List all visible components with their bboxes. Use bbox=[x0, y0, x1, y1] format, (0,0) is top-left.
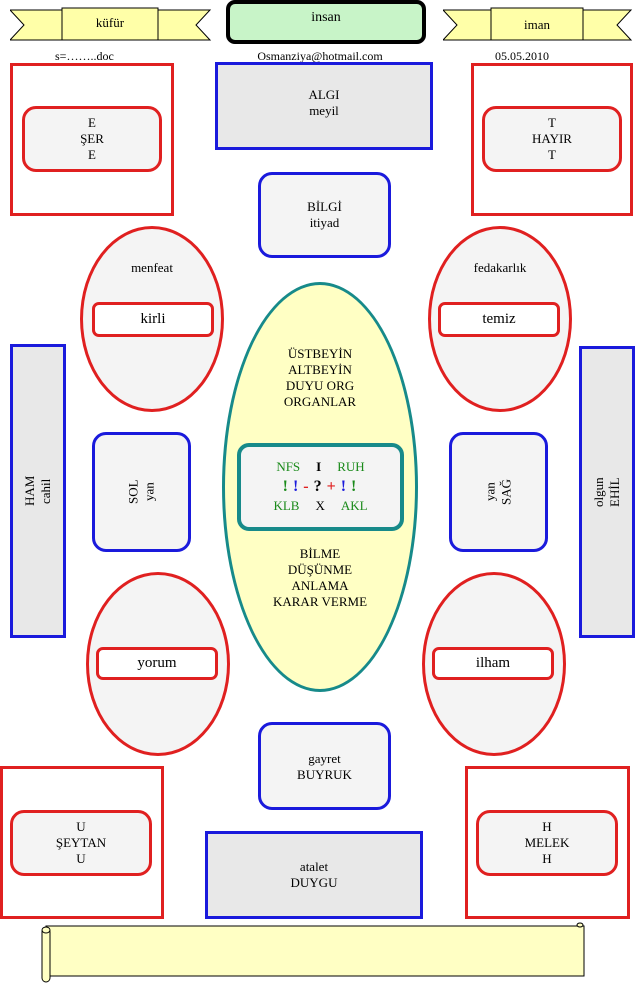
bottom-scroll bbox=[41, 922, 585, 983]
oval-top-left-label: kirli bbox=[92, 302, 214, 337]
gayret-box: gayret BUYRUK bbox=[258, 722, 391, 810]
left-bar-line1: HAM bbox=[22, 475, 37, 507]
right-side-line1: yan bbox=[482, 482, 498, 502]
file-label: s=……..doc bbox=[55, 49, 114, 63]
oval-top-right-label: temiz bbox=[438, 302, 560, 337]
algi-line1: ALGI bbox=[308, 87, 340, 102]
left-side-box: SOL yan bbox=[92, 432, 191, 552]
oval-top-right-caption: fedakarlık bbox=[473, 260, 527, 275]
mark-1: ! bbox=[282, 478, 290, 495]
corner-top-right-line2: HAYIR bbox=[532, 131, 572, 146]
right-bar: olgun EHİL bbox=[579, 346, 635, 638]
center-lower-text: BİLME DÜŞÜNME ANLAMA KARAR VERME bbox=[222, 546, 418, 610]
corner-bottom-right-line1: H bbox=[542, 819, 552, 834]
corner-bottom-right-inner: H MELEK H bbox=[476, 810, 618, 876]
corner-top-right-line3: T bbox=[548, 147, 556, 162]
right-side-line2: SAĞ bbox=[498, 479, 514, 506]
right-side-box: yan SAĞ bbox=[449, 432, 548, 552]
inner-row3: KLB X AKL bbox=[241, 498, 400, 514]
ruh-text: RUH bbox=[337, 459, 365, 474]
inner-row2: ! ! - ? + ! ! bbox=[241, 478, 400, 496]
right-bar-line1: olgun bbox=[591, 477, 606, 507]
corner-bottom-right-line3: H bbox=[542, 851, 552, 866]
left-side-line1: SOL bbox=[125, 479, 141, 505]
mark-7: ! bbox=[351, 478, 359, 495]
email-label: Osmanziya@hotmail.com bbox=[257, 49, 383, 63]
algi-box: ALGI meyil bbox=[215, 62, 433, 150]
center-lower-line2: DÜŞÜNME bbox=[287, 562, 353, 577]
corner-top-right-line1: T bbox=[548, 115, 556, 130]
inner-row1: NFS I RUH bbox=[241, 459, 400, 475]
oval-bottom-right-label: ilham bbox=[432, 647, 554, 680]
corner-top-left-line1: E bbox=[88, 115, 96, 130]
center-upper-line4: ORGANLAR bbox=[283, 394, 357, 409]
atalet-line1: atalet bbox=[299, 859, 329, 874]
nfs-text: NFS bbox=[276, 459, 301, 474]
akl-text: AKL bbox=[340, 498, 368, 513]
atalet-line2: DUYGU bbox=[290, 875, 338, 890]
corner-bottom-left-line3: U bbox=[76, 851, 86, 866]
x-text: X bbox=[315, 498, 325, 513]
date-label: 05.05.2010 bbox=[495, 49, 549, 63]
corner-top-left-line3: E bbox=[88, 147, 96, 162]
center-upper-line3: DUYU ORG bbox=[285, 378, 355, 393]
bilgi-line1: BİLGİ bbox=[307, 199, 342, 214]
klb-text: KLB bbox=[273, 498, 300, 513]
bilgi-box: BİLGİ itiyad bbox=[258, 172, 391, 258]
center-upper-text: ÜSTBEYİN ALTBEYİN DUYU ORG ORGANLAR bbox=[222, 346, 418, 410]
corner-bottom-left-line1: U bbox=[76, 819, 86, 834]
right-banner-label: iman bbox=[524, 17, 550, 32]
center-lower-line4: KARAR VERME bbox=[272, 594, 368, 609]
left-side-line2: yan bbox=[141, 482, 157, 502]
corner-top-right bbox=[471, 63, 633, 216]
atalet-box: atalet DUYGU bbox=[205, 831, 423, 919]
center-title-text: insan bbox=[311, 10, 341, 25]
right-bar-line2: EHİL bbox=[607, 477, 622, 507]
center-title: insan bbox=[226, 0, 426, 44]
corner-top-right-inner: T HAYIR T bbox=[482, 106, 622, 172]
left-banner-ribbon bbox=[10, 7, 212, 41]
gayret-line2: BUYRUK bbox=[297, 767, 352, 782]
right-banner-ribbon bbox=[443, 7, 633, 41]
corner-bottom-right bbox=[465, 766, 630, 919]
left-bar-line2: cahil bbox=[38, 478, 53, 504]
center-upper-line1: ÜSTBEYİN bbox=[287, 346, 353, 361]
algi-line2: meyil bbox=[309, 103, 339, 118]
corner-bottom-left-inner: U ŞEYTAN U bbox=[10, 810, 152, 876]
corner-top-left-inner: E ŞER E bbox=[22, 106, 162, 172]
corner-top-left bbox=[10, 63, 174, 216]
mark-3: - bbox=[303, 478, 311, 495]
gayret-line1: gayret bbox=[308, 751, 341, 766]
mark-2: ! bbox=[292, 478, 301, 495]
center-lower-line3: ANLAMA bbox=[291, 578, 349, 593]
corner-bottom-left-line2: ŞEYTAN bbox=[55, 835, 107, 850]
left-bar: HAM cahil bbox=[10, 344, 66, 638]
oval-top-left-caption: menfeat bbox=[131, 260, 173, 275]
center-inner-box: NFS I RUH ! ! - ? + ! ! KLB X AKL bbox=[237, 443, 404, 531]
mark-4: ? bbox=[313, 478, 324, 495]
center-upper-line2: ALTBEYİN bbox=[288, 362, 352, 377]
i-text: I bbox=[316, 459, 322, 474]
left-banner-label: küfür bbox=[95, 15, 125, 30]
center-lower-line1: BİLME bbox=[299, 546, 341, 561]
mark-5: + bbox=[326, 478, 338, 495]
bilgi-line2: itiyad bbox=[309, 215, 340, 230]
mark-6: ! bbox=[340, 478, 349, 495]
corner-bottom-right-line2: MELEK bbox=[524, 835, 570, 850]
oval-bottom-left-label: yorum bbox=[96, 647, 218, 680]
corner-bottom-left bbox=[0, 766, 164, 919]
corner-top-left-line2: ŞER bbox=[80, 131, 104, 146]
